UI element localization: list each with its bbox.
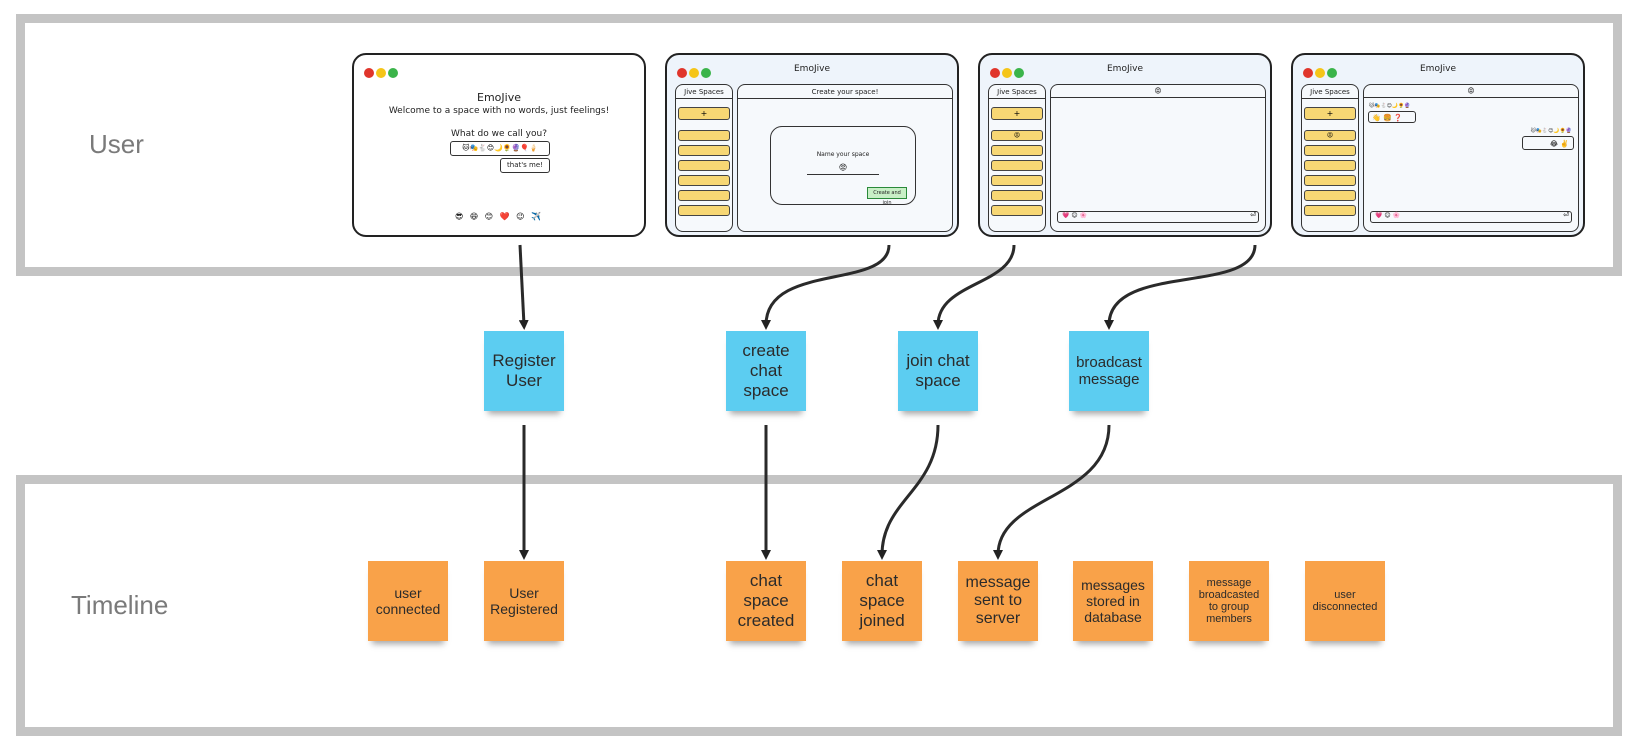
arrow-join-command-to-event (877, 424, 940, 560)
event-user-connected: user connected (368, 561, 448, 641)
add-space-button[interactable]: + (678, 107, 730, 120)
space-slot[interactable] (991, 190, 1043, 201)
space-slot[interactable] (678, 190, 730, 201)
app-title: EmoJive (477, 91, 521, 104)
command-register-user: Register User (484, 331, 564, 411)
window-controls (677, 63, 713, 82)
arrow-broadcast-to-command (1104, 244, 1257, 330)
event-chat-space-joined: chat space joined (842, 561, 922, 641)
sidebar-header: Jive Spaces (676, 88, 732, 99)
user-lane-label: User (89, 129, 144, 159)
timeline-lane-label: Timeline (71, 590, 169, 620)
chat-panel: 😡 🐱🎭🐇😊🌙🌻🔮 👋 🍔 ❓ 🐱🎭🐇😊🌙🌻🔮 😂 ✌️ 💗 😊 🌸 ⏎ (1363, 84, 1579, 232)
space-slot[interactable] (1304, 175, 1356, 186)
spaces-sidebar: Jive Spaces + (675, 84, 733, 232)
emoji-row: 😎 😄 😊 ❤️ 😉 ✈️ (455, 212, 543, 221)
send-icon[interactable]: ⏎ (1563, 211, 1569, 219)
main-panel: Create your space! Name your space 😡 Cre… (737, 84, 953, 232)
sidebar-header: Jive Spaces (989, 88, 1045, 99)
space-name-input[interactable]: 😡 (807, 162, 879, 175)
command-create-chat-space: create chat space (726, 331, 806, 411)
sender-name: 🐱🎭🐇😊🌙🌻🔮 (1369, 103, 1411, 109)
name-input[interactable]: 🐱🎭🐇😊🌙🌻🔮🎈🍦 (450, 141, 550, 156)
space-slot[interactable] (1304, 145, 1356, 156)
space-slot[interactable] (678, 145, 730, 156)
sidebar-header: Jive Spaces (1302, 88, 1358, 99)
spaces-sidebar: Jive Spaces + 😡 (1301, 84, 1359, 232)
register-wireframe: EmoJive Welcome to a space with no words… (352, 53, 646, 237)
event-chat-space-created: chat space created (726, 561, 806, 641)
event-messages-stored-in-database: messages stored in database (1073, 561, 1153, 641)
sender-name-right: 🐱🎭🐇😊🌙🌻🔮 (1530, 128, 1572, 134)
chat-panel: 😡 💗 😊 🌸 ⏎ (1050, 84, 1266, 232)
app-title: EmoJive (1107, 64, 1143, 74)
arrow-create-to-command (761, 244, 891, 330)
space-slot[interactable] (1304, 190, 1356, 201)
window-controls (364, 63, 400, 82)
active-space-slot[interactable]: 😡 (991, 130, 1043, 141)
create-space-dialog: Name your space 😡 Create and join (770, 126, 916, 206)
space-slot[interactable] (991, 160, 1043, 171)
welcome-text: Welcome to a space with no words, just f… (388, 106, 610, 116)
arrow-broadcast-command-to-event (993, 424, 1111, 560)
space-slot[interactable] (678, 130, 730, 141)
add-space-button[interactable]: + (1304, 107, 1356, 120)
send-icon[interactable]: ⏎ (1250, 211, 1256, 219)
space-slot[interactable] (991, 205, 1043, 216)
join-space-wireframe: EmoJive Jive Spaces + 😡 😡 💗 😊 🌸 ⏎ (978, 53, 1272, 237)
event-message-broadcasted: message broadcasted to group members (1189, 561, 1269, 641)
create-space-wireframe: EmoJive Jive Spaces + Create your space!… (665, 53, 959, 237)
event-message-sent-to-server: message sent to server (958, 561, 1038, 641)
add-space-button[interactable]: + (991, 107, 1043, 120)
composer-emojis: 💗 😊 🌸 (1375, 212, 1401, 219)
spaces-sidebar: Jive Spaces + 😡 (988, 84, 1046, 232)
message-bubble-left: 👋 🍔 ❓ (1368, 111, 1416, 123)
thats-me-button[interactable]: that's me! (500, 158, 550, 173)
space-slot[interactable] (678, 175, 730, 186)
message-composer[interactable]: 💗 😊 🌸 ⏎ (1370, 211, 1572, 223)
arrow-join-to-command (933, 244, 1016, 330)
message-bubble-right: 😂 ✌️ (1522, 136, 1574, 150)
dialog-title: Name your space (816, 151, 870, 158)
window-controls (1303, 63, 1339, 82)
space-slot[interactable] (991, 175, 1043, 186)
event-user-registered: User Registered (484, 561, 564, 641)
command-broadcast-message: broadcast message (1069, 331, 1149, 411)
app-title: EmoJive (794, 64, 830, 74)
composer-emojis: 💗 😊 🌸 (1062, 212, 1088, 219)
chat-header: 😡 (1051, 87, 1265, 98)
active-space-slot[interactable]: 😡 (1304, 130, 1356, 141)
window-controls (990, 63, 1026, 82)
arrow-register-to-command (518, 244, 529, 330)
event-user-disconnected: user disconnected (1305, 561, 1385, 641)
create-and-join-button[interactable]: Create and join (867, 187, 907, 206)
app-title: EmoJive (1420, 64, 1456, 74)
broadcast-wireframe: EmoJive Jive Spaces + 😡 😡 🐱🎭🐇😊🌙🌻🔮 👋 🍔 ❓ … (1291, 53, 1585, 237)
space-slot[interactable] (678, 160, 730, 171)
chat-header: 😡 (1364, 87, 1578, 98)
space-slot[interactable] (678, 205, 730, 216)
name-prompt: What do we call you? (451, 129, 547, 139)
space-slot[interactable] (1304, 160, 1356, 171)
space-slot[interactable] (991, 145, 1043, 156)
command-join-chat-space: join chat space (898, 331, 978, 411)
message-composer[interactable]: 💗 😊 🌸 ⏎ (1057, 211, 1259, 223)
panel-header: Create your space! (738, 88, 952, 99)
space-slot[interactable] (1304, 205, 1356, 216)
